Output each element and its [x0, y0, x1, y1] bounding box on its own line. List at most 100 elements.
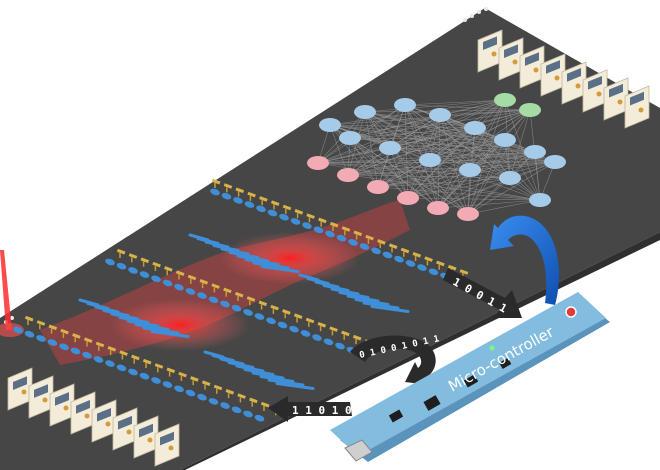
network-edge	[389, 139, 506, 149]
grating-bar	[338, 291, 370, 299]
neural-network	[307, 93, 566, 221]
network-edge	[437, 161, 556, 209]
grating-bar	[362, 301, 400, 310]
phase-shifter	[223, 183, 233, 189]
network-edge	[349, 127, 476, 139]
phase-shifter	[447, 264, 457, 271]
waveguide-segment	[105, 360, 115, 367]
phase-shifter	[459, 269, 469, 275]
waveguide-segment	[254, 414, 265, 422]
arrow-bits-from-mcu: 1 1 0 1 0	[268, 396, 352, 422]
network-edge	[317, 162, 541, 201]
detector-lens	[638, 107, 644, 113]
waveguide-segment	[208, 296, 219, 304]
phase-shifter	[306, 213, 315, 219]
phase-shifter	[211, 283, 220, 289]
detector-lens	[491, 51, 497, 57]
grating-bar	[330, 287, 360, 296]
network-edge	[474, 127, 511, 179]
waveguide-segment	[266, 317, 276, 325]
phase-shifter	[199, 279, 209, 285]
network-edge	[429, 159, 439, 209]
network-edge	[349, 137, 536, 153]
grating-bar	[322, 284, 350, 292]
detector-chip	[55, 392, 69, 406]
phase-shifter	[72, 333, 81, 339]
network-node	[519, 103, 541, 117]
detector-lens	[596, 91, 602, 97]
waveguide-segment	[197, 393, 207, 401]
waveguide-segment	[290, 218, 301, 225]
grating-bar	[212, 244, 240, 252]
phase-shifter	[341, 226, 351, 232]
waveguide-segment	[128, 368, 138, 376]
detector-lens	[84, 413, 90, 419]
phase-shifter	[223, 287, 232, 294]
network-edge	[347, 161, 556, 176]
phase-shifter	[388, 243, 398, 249]
network-edge	[439, 109, 531, 116]
phase-shifter	[377, 239, 386, 245]
network-edge	[467, 199, 541, 215]
waveguide-segment	[348, 239, 358, 246]
network-node	[319, 118, 341, 132]
waveguide-segment	[36, 335, 46, 342]
phase-shifter	[95, 341, 105, 348]
waveguide-segment	[220, 402, 230, 409]
waveguide-segment	[208, 398, 219, 405]
waveguide-segment	[116, 262, 127, 270]
phase-shifter	[305, 317, 315, 324]
waveguide-segment	[335, 342, 345, 350]
detector-chip	[630, 91, 644, 106]
chip-components	[388, 357, 512, 423]
detector-chip	[118, 415, 132, 430]
waveguide-segment	[336, 234, 347, 242]
network-node	[427, 201, 449, 215]
network-node	[464, 121, 486, 135]
waveguide-segment	[151, 377, 161, 384]
network-edge	[329, 124, 476, 129]
reset-button	[565, 306, 577, 318]
detector-chip	[76, 400, 90, 414]
waveguide-segment	[59, 343, 69, 351]
network-edge	[349, 137, 439, 209]
phase-shifter	[234, 291, 244, 298]
grating-bar	[259, 375, 295, 383]
grating-bar	[236, 254, 270, 263]
network-edge	[317, 109, 531, 164]
grating-bar	[275, 382, 315, 390]
grating-bar	[251, 371, 285, 380]
waveguide-segment	[243, 410, 253, 418]
phase-shifter	[270, 304, 279, 311]
waveguide-segment	[105, 258, 115, 266]
detector-chip	[567, 68, 581, 82]
phase-shifter	[259, 196, 268, 202]
network-node	[337, 168, 359, 182]
network-edge	[404, 104, 531, 111]
network-edge	[429, 159, 556, 163]
grating-bar	[227, 361, 255, 369]
network-node	[457, 207, 479, 221]
network-edge	[349, 137, 469, 215]
phase-shifter	[282, 204, 292, 211]
waveguide-segment	[394, 255, 404, 263]
phase-shifter	[213, 384, 223, 391]
waveguide-segment	[382, 251, 393, 259]
phase-shifter	[317, 322, 327, 328]
detector-chip	[483, 36, 497, 51]
waveguide-segment	[359, 243, 370, 250]
network-edge	[469, 161, 556, 171]
waveguide-segment	[405, 260, 416, 267]
phase-shifter	[131, 354, 140, 361]
network-edge	[377, 169, 471, 188]
phase-shifter	[365, 234, 374, 241]
network-edge	[347, 109, 531, 176]
network-node	[544, 155, 566, 169]
grating-bar	[126, 319, 160, 328]
grating-bar	[150, 330, 190, 338]
detector-lens	[21, 389, 27, 395]
phase-shifter	[235, 187, 245, 194]
waveguide-segment	[151, 275, 161, 283]
